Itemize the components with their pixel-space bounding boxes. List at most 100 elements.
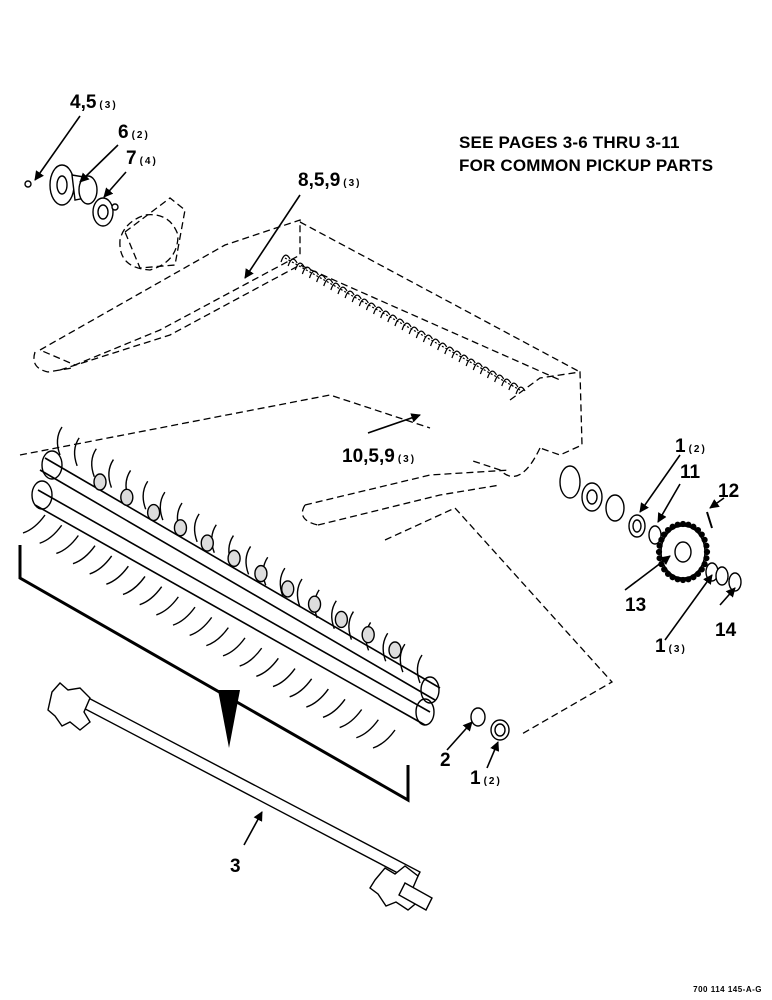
reference-note-line-1: SEE PAGES 3-6 THRU 3-11 <box>459 133 680 152</box>
spring-coil <box>465 358 476 367</box>
reel-shaft <box>47 682 433 911</box>
callout-2: 2 <box>440 750 451 771</box>
bar-bearing <box>281 580 295 598</box>
tine <box>339 709 363 729</box>
tine-bar-spring <box>280 254 526 395</box>
tine <box>206 627 229 647</box>
callout-12: 12 <box>718 481 739 502</box>
drive-hardware <box>470 465 742 741</box>
sprocket-tooth <box>656 555 663 562</box>
callout-1-upper: 1(2) <box>675 436 707 457</box>
sprocket-tooth <box>661 531 668 538</box>
sprocket-tooth <box>674 521 681 528</box>
tine <box>239 647 263 667</box>
bar-bearing <box>307 595 322 613</box>
tine <box>139 586 163 606</box>
tine <box>193 513 200 543</box>
tine <box>56 426 63 456</box>
sprocket-tooth <box>669 523 676 530</box>
bracket-pointer <box>218 690 240 748</box>
sprocket-tooth <box>685 576 692 583</box>
sprocket-tooth <box>655 548 663 556</box>
spring-coil <box>444 346 455 355</box>
callout-8-5-9: 8,5,9(3) <box>298 170 362 191</box>
bar-bearing <box>173 519 188 537</box>
spring-coil <box>351 294 362 303</box>
sprocket-tooth <box>694 527 702 534</box>
spring-coil <box>408 326 419 335</box>
spring-coil <box>472 362 483 371</box>
sprocket-tooth <box>694 570 702 577</box>
spring-coil <box>401 322 412 331</box>
left-bearing-hardware <box>24 164 119 227</box>
sprocket-tooth <box>701 536 708 543</box>
callout-labels: 4,5(3) 6(2) 7(4) 8,5,9(3) 10,5,9(3) 1(2)… <box>70 92 739 877</box>
reference-note: SEE PAGES 3-6 THRU 3-11 FOR COMMON PICKU… <box>459 131 713 177</box>
assembly-bracket <box>18 545 410 803</box>
bar-bearing <box>254 564 268 583</box>
spring-coil <box>486 370 498 379</box>
tine <box>108 459 115 488</box>
callout-6: 6(2) <box>118 122 150 143</box>
callout-7: 7(4) <box>126 148 158 169</box>
tine <box>222 637 246 657</box>
spring-coil <box>365 302 376 311</box>
callout-3: 3 <box>230 856 241 877</box>
sprocket-tooth <box>664 527 672 534</box>
tine <box>142 480 149 510</box>
bar-bearing <box>120 488 134 506</box>
bar-bearing <box>93 473 107 491</box>
sprocket-tooth <box>698 531 705 538</box>
spring-coil <box>422 334 433 343</box>
spring-coil <box>280 254 291 263</box>
tine <box>331 600 337 629</box>
spring-coil <box>508 382 519 391</box>
spring-coil <box>429 338 441 347</box>
sprocket-tooth <box>690 574 697 581</box>
sprocket-tooth <box>679 520 687 528</box>
spring-coil <box>330 282 341 291</box>
spring-coil <box>358 298 369 307</box>
spring-coil <box>501 378 512 387</box>
bar-bearing <box>361 626 375 644</box>
sprocket-tooth <box>669 574 676 581</box>
tine <box>89 555 113 575</box>
spring-coil <box>394 318 405 327</box>
sprocket-tooth <box>685 521 692 528</box>
tine <box>322 698 346 718</box>
tine <box>256 657 279 677</box>
callout-1-lower: 1(2) <box>470 768 502 789</box>
callout-4-5: 4,5(3) <box>70 92 118 113</box>
bar-bearing <box>334 610 349 629</box>
spring-coil <box>380 310 391 319</box>
tine <box>245 546 252 575</box>
spring-coil <box>494 374 505 383</box>
pickup-frame <box>19 197 614 736</box>
leader-lines <box>34 115 736 846</box>
spring-coil <box>458 354 469 363</box>
tine <box>279 567 286 597</box>
sprocket-tooth <box>674 576 681 583</box>
tine <box>106 565 129 585</box>
tine <box>372 729 396 749</box>
spring-coil <box>415 330 426 339</box>
reference-note-line-2: FOR COMMON PICKUP PARTS <box>459 156 714 175</box>
tine <box>296 578 303 608</box>
spring-coil <box>451 350 462 359</box>
sprocket-tooth <box>703 548 711 556</box>
tine <box>306 688 329 708</box>
tine <box>289 678 313 698</box>
spring-coil <box>437 342 448 351</box>
sprocket-tooth <box>698 566 705 573</box>
sprocket-tooth <box>656 542 663 549</box>
tine <box>156 596 179 616</box>
tine <box>189 616 213 637</box>
bar-bearing <box>146 503 161 522</box>
tine <box>22 514 46 534</box>
tine <box>172 606 196 626</box>
tine <box>73 437 80 467</box>
callout-11: 11 <box>680 462 701 483</box>
spring-coil <box>373 306 384 315</box>
tine <box>56 535 79 555</box>
tine <box>382 632 389 662</box>
